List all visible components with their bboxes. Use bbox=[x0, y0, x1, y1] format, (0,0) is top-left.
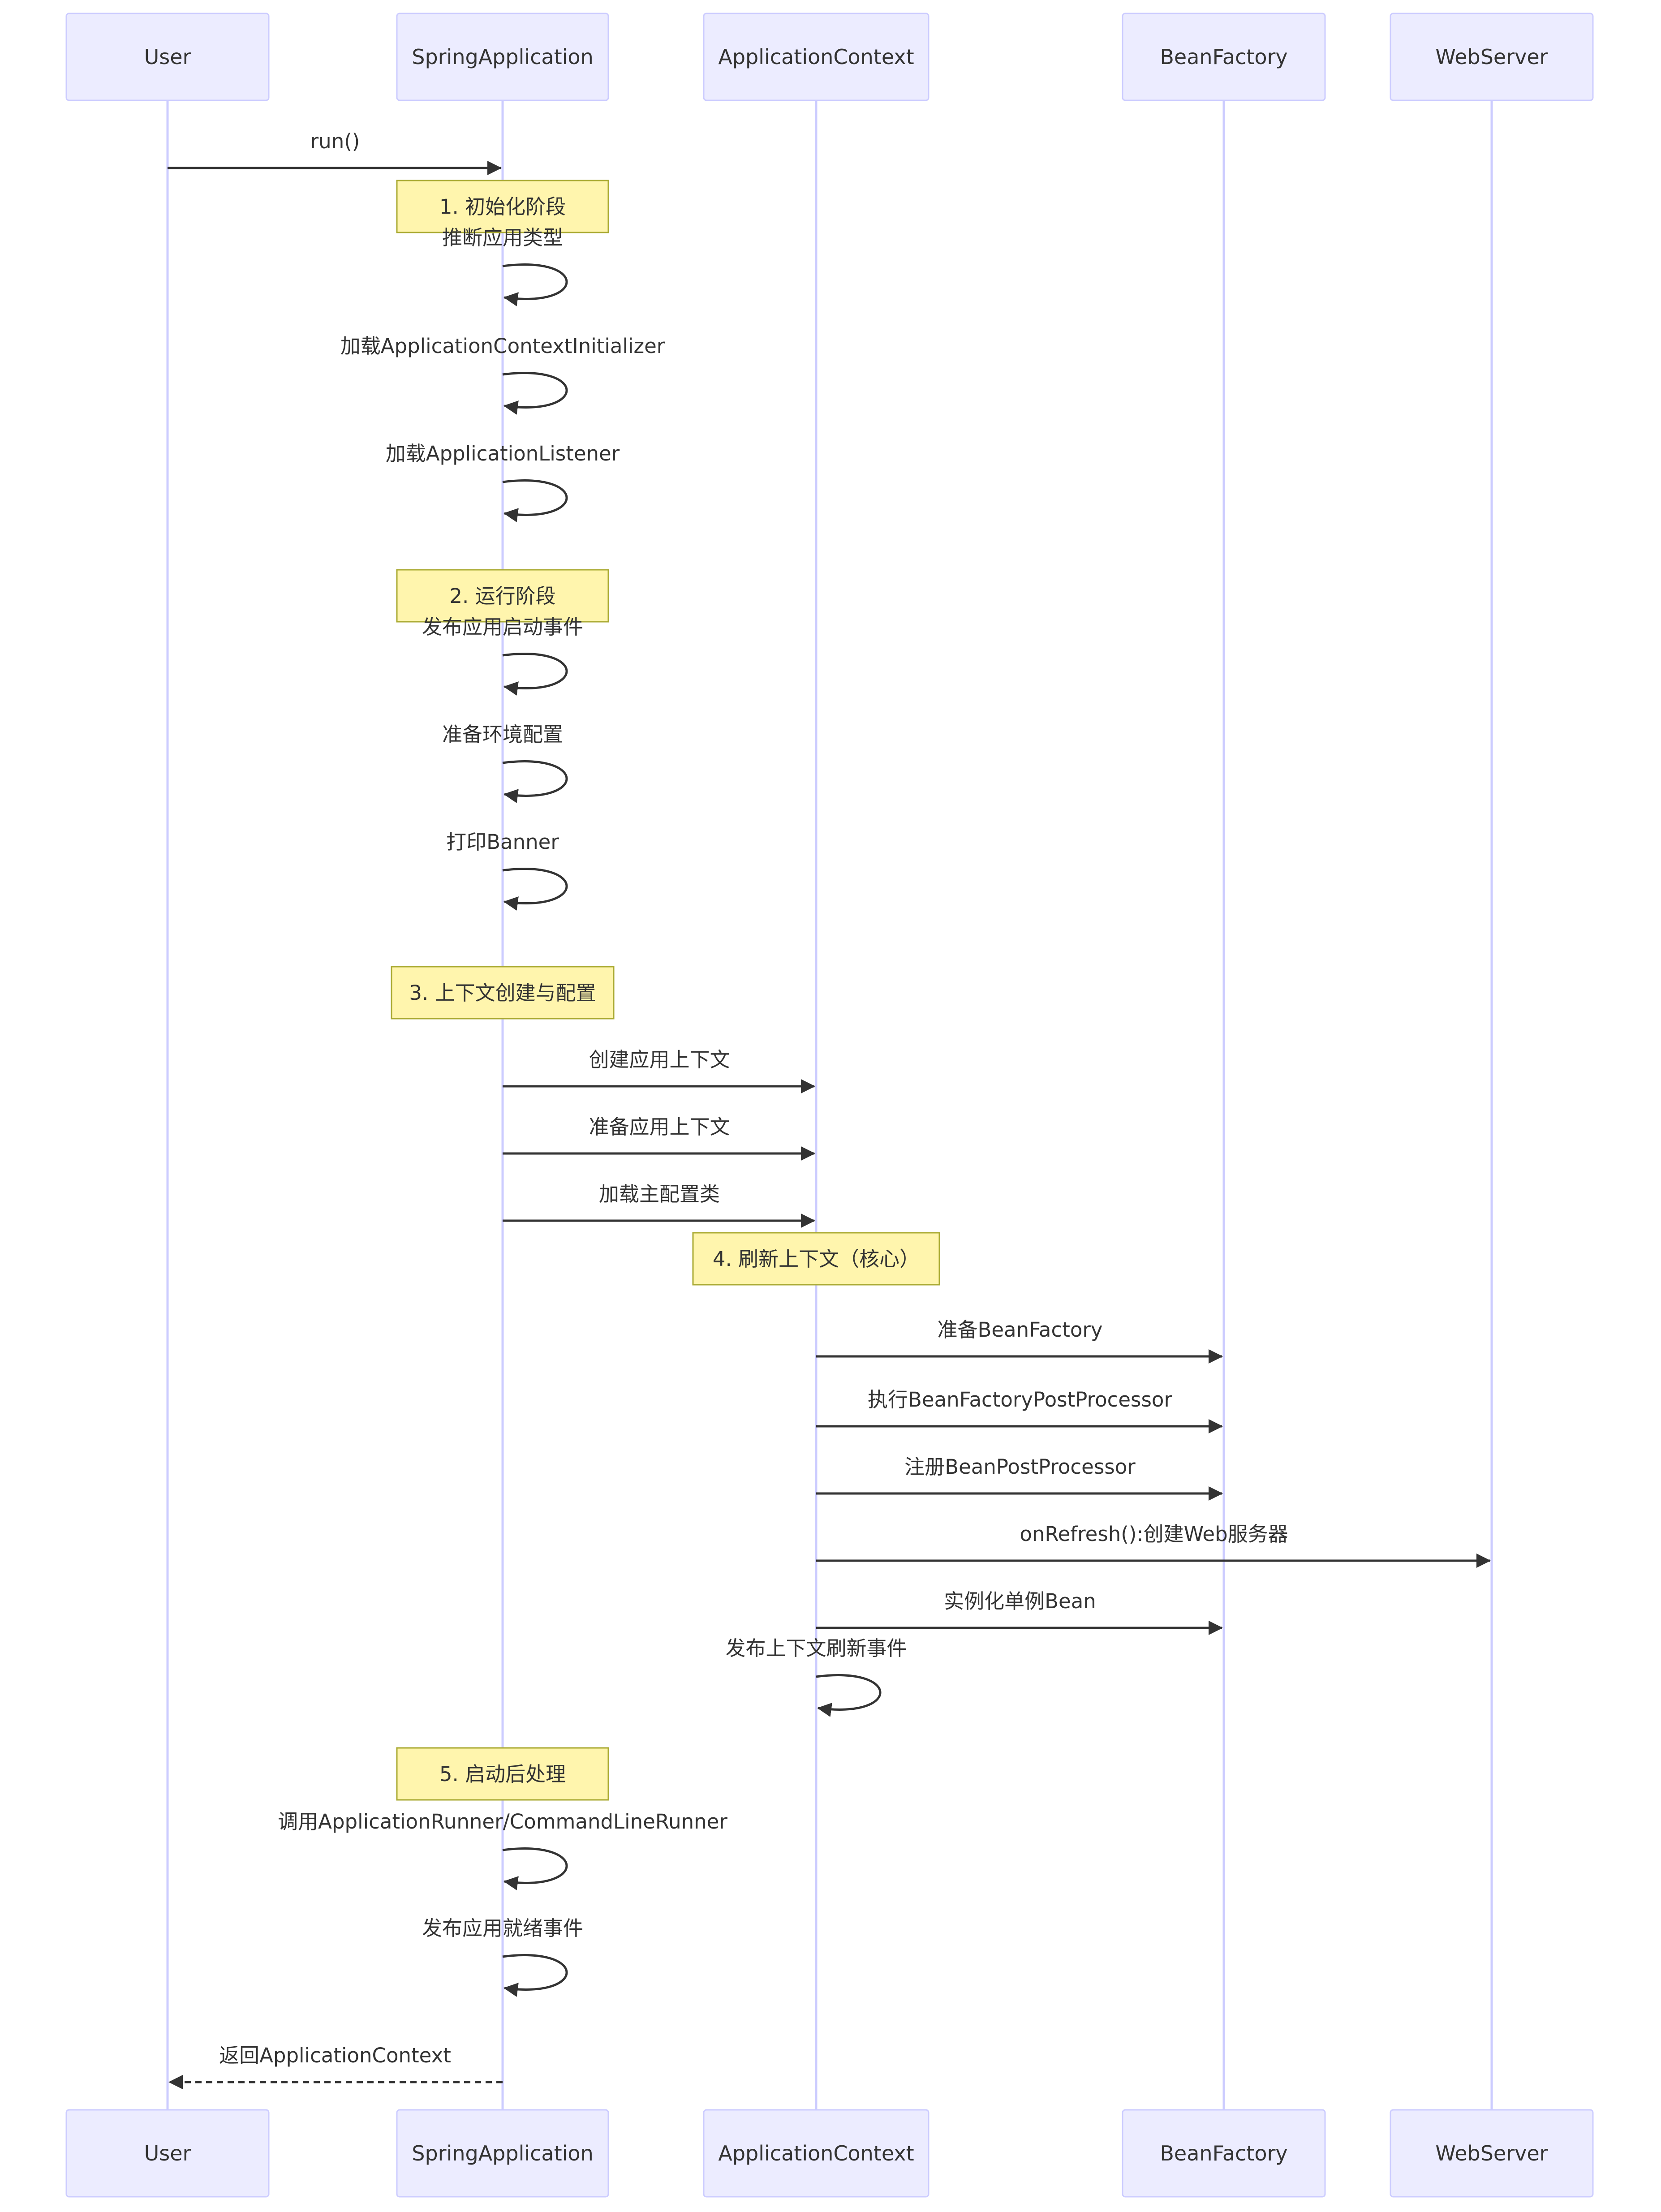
message-2: 推断应用类型 bbox=[442, 226, 568, 306]
message-label: 准备环境配置 bbox=[442, 723, 563, 746]
actor-box bbox=[65, 2109, 270, 2198]
note-label: 1. 初始化阶段 bbox=[439, 195, 566, 219]
self-arrow bbox=[502, 372, 568, 415]
actor-box bbox=[65, 13, 270, 101]
message-label: 发布上下文刷新事件 bbox=[725, 1636, 907, 1660]
message-label: 加载ApplicationListener bbox=[386, 442, 620, 465]
phase-note-4: 4. 刷新上下文（核心） bbox=[692, 1232, 940, 1286]
actor-box bbox=[396, 2109, 609, 2198]
message-label: 推断应用类型 bbox=[442, 226, 563, 250]
self-arrow bbox=[502, 1954, 568, 1997]
message-4: 加载ApplicationListener bbox=[386, 442, 620, 522]
message-10: 加载主配置类 bbox=[503, 1182, 815, 1228]
actor-box bbox=[1390, 13, 1594, 101]
message-14: onRefresh():创建Web服务器 bbox=[816, 1522, 1491, 1568]
phase-note-2: 2. 运行阶段 bbox=[396, 569, 609, 623]
self-arrow bbox=[502, 479, 568, 522]
actor-box bbox=[1390, 2109, 1594, 2198]
actor-bf-top: BeanFactory bbox=[1122, 13, 1326, 101]
actor-label: User bbox=[144, 2141, 191, 2165]
message-15: 实例化单例Bean bbox=[816, 1589, 1223, 1635]
note-label: 3. 上下文创建与配置 bbox=[409, 981, 596, 1005]
actor-box bbox=[1122, 13, 1326, 101]
message-label: 加载主配置类 bbox=[599, 1182, 720, 1206]
message-18: 发布应用就绪事件 bbox=[422, 1916, 583, 1997]
message-16: 发布上下文刷新事件 bbox=[725, 1636, 907, 1717]
actor-label: SpringApplication bbox=[412, 2141, 593, 2165]
message-8: 创建应用上下文 bbox=[503, 1048, 815, 1093]
self-arrow bbox=[502, 263, 568, 306]
message-label: 准备应用上下文 bbox=[589, 1115, 730, 1139]
message-label: 加载ApplicationContextInitializer bbox=[340, 334, 665, 358]
message-6: 准备环境配置 bbox=[442, 723, 568, 803]
actor-label: BeanFactory bbox=[1160, 45, 1287, 69]
actor-label: ApplicationContext bbox=[718, 45, 914, 69]
phase-note-3: 3. 上下文创建与配置 bbox=[391, 966, 615, 1020]
note-label: 4. 刷新上下文（核心） bbox=[713, 1247, 920, 1271]
message-17: 调用ApplicationRunner/CommandLineRunner bbox=[278, 1810, 727, 1890]
actor-label: User bbox=[144, 45, 191, 69]
message-7: 打印Banner bbox=[446, 830, 568, 911]
actor-ws-top: WebServer bbox=[1390, 13, 1594, 101]
message-1: run() bbox=[168, 129, 502, 175]
message-13: 注册BeanPostProcessor bbox=[816, 1455, 1223, 1501]
actor-label: SpringApplication bbox=[412, 45, 593, 69]
actor-box bbox=[1122, 2109, 1326, 2198]
actor-box bbox=[703, 13, 929, 101]
actor-ctx-bottom: ApplicationContext bbox=[703, 2109, 929, 2198]
message-label: 实例化单例Bean bbox=[944, 1589, 1096, 1613]
message-3: 加载ApplicationContextInitializer bbox=[340, 334, 665, 415]
self-arrow bbox=[502, 868, 568, 911]
message-label: onRefresh():创建Web服务器 bbox=[1020, 1522, 1288, 1546]
self-arrow bbox=[816, 1674, 882, 1717]
phase-note-1: 1. 初始化阶段 bbox=[396, 180, 609, 233]
self-arrow bbox=[502, 760, 568, 803]
actor-ws-bottom: WebServer bbox=[1390, 2109, 1594, 2198]
message-label: 调用ApplicationRunner/CommandLineRunner bbox=[278, 1810, 727, 1833]
message-label: 打印Banner bbox=[446, 830, 559, 854]
actor-app-bottom: SpringApplication bbox=[396, 2109, 609, 2198]
self-arrow bbox=[502, 1847, 568, 1890]
phase-note-5: 5. 启动后处理 bbox=[396, 1747, 609, 1801]
message-9: 准备应用上下文 bbox=[503, 1115, 815, 1161]
message-label: 执行BeanFactoryPostProcessor bbox=[868, 1388, 1172, 1412]
actor-bf-bottom: BeanFactory bbox=[1122, 2109, 1326, 2198]
actor-box bbox=[703, 2109, 929, 2198]
message-12: 执行BeanFactoryPostProcessor bbox=[816, 1388, 1223, 1433]
actor-label: BeanFactory bbox=[1160, 2141, 1287, 2165]
message-label: 注册BeanPostProcessor bbox=[904, 1455, 1136, 1479]
message-label: 创建应用上下文 bbox=[589, 1048, 730, 1072]
note-label: 2. 运行阶段 bbox=[449, 584, 555, 608]
message-label: 准备BeanFactory bbox=[937, 1318, 1102, 1342]
note-box bbox=[391, 966, 615, 1020]
note-box bbox=[396, 569, 609, 623]
message-11: 准备BeanFactory bbox=[816, 1318, 1223, 1364]
message-label: 发布应用启动事件 bbox=[422, 615, 583, 639]
message-label: run() bbox=[310, 129, 360, 153]
actor-ctx-top: ApplicationContext bbox=[703, 13, 929, 101]
message-label: 返回ApplicationContext bbox=[219, 2044, 451, 2067]
note-box bbox=[692, 1232, 940, 1286]
note-box bbox=[396, 180, 609, 233]
actor-label: WebServer bbox=[1435, 2141, 1548, 2165]
message-5: 发布应用启动事件 bbox=[422, 615, 583, 696]
actor-box bbox=[396, 13, 609, 101]
actor-app-top: SpringApplication bbox=[396, 13, 609, 101]
message-label: 发布应用就绪事件 bbox=[422, 1916, 583, 1940]
actor-label: WebServer bbox=[1435, 45, 1548, 69]
self-arrow bbox=[502, 653, 568, 696]
note-box bbox=[396, 1747, 609, 1801]
actor-label: ApplicationContext bbox=[718, 2141, 914, 2165]
note-label: 5. 启动后处理 bbox=[439, 1762, 566, 1786]
actor-user-bottom: User bbox=[65, 2109, 270, 2198]
message-19: 返回ApplicationContext bbox=[168, 2044, 503, 2089]
actor-user-top: User bbox=[65, 13, 270, 101]
